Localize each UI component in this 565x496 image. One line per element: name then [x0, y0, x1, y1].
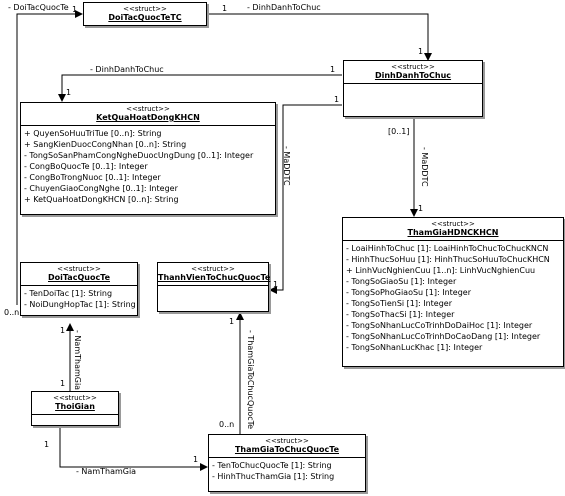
- attribute-row: - TongSoSanPhamCongNgheDuocUngDung [0..1…: [24, 151, 254, 160]
- attribute-row: - TongSoTienSi [1]: Integer: [346, 299, 453, 308]
- attribute-row: - TongSoNhanLucKhac [1]: Integer: [346, 343, 483, 352]
- attribute-row: + QuyenSoHuuTriTue [0..n]: String: [24, 129, 162, 138]
- e2-source-multiplicity: 1: [222, 4, 228, 13]
- e8-source-multiplicity: 1: [44, 440, 50, 449]
- class-thoigian[interactable]: <<struct>> ThoiGian: [31, 391, 119, 426]
- stereotype-label: <<struct>>: [191, 265, 235, 273]
- e3-role-label: - DinhDanhToChuc: [90, 65, 164, 74]
- e5-source-multiplicity: [0..1]: [388, 127, 410, 136]
- class-dinhdanhtochuc[interactable]: <<struct>> DinhDanhToChuc: [343, 60, 483, 117]
- assoc-doitacquoctetc-to-dinhdanhtochuc: [208, 13, 432, 61]
- attribute-row: - TongSoNhanLucCoTrinhDoDaiHoc [1]: Inte…: [346, 321, 533, 330]
- stereotype-label: <<struct>>: [431, 220, 475, 228]
- class-name: ThamGiaToChucQuocTe: [234, 445, 340, 454]
- class-name: DinhDanhToChuc: [374, 71, 452, 80]
- class-name: KetQuaHoatDongKHCN: [96, 113, 200, 122]
- class-name: DoiTacQuocTeTC: [108, 13, 182, 22]
- class-doitacquoctetc[interactable]: <<struct>> DoiTacQuocTeTC: [83, 2, 207, 26]
- attribute-row: + KetQuaHoatDongKHCN [0..n]: String: [24, 195, 179, 204]
- attribute-row: - HinhThucSoHuu [1]: HinhThucSoHuuToChuc…: [346, 255, 550, 264]
- e6-target-multiplicity: 1: [60, 326, 66, 335]
- e7-role-label: - ThamGiaToChucQuocTe: [246, 330, 255, 430]
- stereotype-label: <<struct>>: [53, 394, 97, 402]
- e3-source-multiplicity: 1: [330, 65, 336, 74]
- attribute-row: - HinhThucThamGia [1]: String: [212, 472, 335, 481]
- e2-target-multiplicity: 1: [418, 47, 424, 56]
- e1-source-multiplicity: 0..n: [4, 308, 20, 317]
- e7-target-multiplicity: 1: [229, 317, 235, 326]
- stereotype-label: <<struct>>: [57, 265, 101, 273]
- assoc-doitacquocte-to-doitacquoctetc: [16, 10, 83, 305]
- class-thamgiahdnckhcn[interactable]: <<struct>> ThamGiaHDNCKHCN - LoaiHinhToC…: [342, 217, 564, 367]
- attribute-row: - TongSoThacSi [1]: Integer: [346, 310, 455, 319]
- attribute-row: - ChuyenGiaoCongNghe [0..1]: Integer: [24, 184, 178, 193]
- e4-source-multiplicity: 1: [334, 95, 340, 104]
- e5-target-multiplicity: 1: [418, 204, 424, 213]
- assoc-dinhdanhtochuc-to-thanhvientochucquocte: [269, 104, 342, 294]
- e2-role-label: - DinhDanhToChuc: [247, 3, 321, 12]
- attribute-row: - LoaiHinhToChuc [1]: LoaiHinhToChucToCh…: [346, 244, 549, 253]
- assoc-dinhdanhtochuc-to-ketquahoatdong: [58, 74, 342, 102]
- attribute-row: - TenDoiTac [1]: String: [24, 289, 113, 298]
- attribute-row: - TongSoPhoGiaoSu [1]: Integer: [346, 288, 472, 297]
- attribute-row: - CongBoTrongNuoc [0..1]: Integer: [24, 173, 161, 182]
- assoc-thoigian-to-thamgiatochucquocte: [59, 411, 208, 471]
- e6-source-multiplicity: 1: [60, 379, 66, 388]
- e4-role-label: - MaDDTC: [282, 146, 291, 186]
- e4-target-multiplicity: 1: [273, 280, 279, 289]
- class-name: ThamGiaHDNCKHCN: [407, 228, 499, 237]
- class-ketquahoatdongkhcn[interactable]: <<struct>> KetQuaHoatDongKHCN + QuyenSoH…: [20, 102, 276, 215]
- e8-target-multiplicity: 1: [193, 455, 199, 464]
- class-doitacquocte[interactable]: <<struct>> DoiTacQuocTe - TenDoiTac [1]:…: [20, 262, 138, 316]
- stereotype-label: <<struct>>: [391, 63, 435, 71]
- attribute-row: + LinhVucNghienCuu [1..n]: LinhVucNghien…: [346, 266, 536, 275]
- stereotype-label: <<struct>>: [265, 437, 309, 445]
- e8-role-label: - NamThamGia: [76, 467, 137, 476]
- attribute-row: - CongBoQuocTe [0..1]: Integer: [24, 162, 148, 171]
- e1-role-label: - DoiTacQuocTe: [8, 3, 69, 12]
- e6-role-label: - NamThamGia: [73, 330, 82, 391]
- attribute-row: - TongSoNhanLucCoTrinhDoCaoDang [1]: Int…: [346, 332, 541, 341]
- class-name: ThanhVienToChucQuocTe: [158, 273, 271, 282]
- class-thamgiatochucquocte[interactable]: <<struct>> ThamGiaToChucQuocTe - TenToCh…: [208, 434, 366, 492]
- class-name: DoiTacQuocTe: [48, 273, 110, 282]
- attribute-row: + SangKienDuocCongNhan [0..n]: String: [24, 140, 187, 149]
- stereotype-label: <<struct>>: [126, 105, 170, 113]
- class-thanhvientochucquocte[interactable]: <<struct>> ThanhVienToChucQuocTe: [157, 262, 271, 312]
- e1-target-multiplicity: 1: [72, 5, 78, 14]
- attribute-row: - TongSoGiaoSu [1]: Integer: [346, 277, 457, 286]
- stereotype-label: <<struct>>: [123, 5, 167, 13]
- attribute-row: - TenToChucQuocTe [1]: String: [212, 461, 332, 470]
- e7-source-multiplicity: 0..n: [219, 420, 235, 429]
- attribute-row: - NoiDungHopTac [1]: String: [24, 300, 136, 309]
- e3-target-multiplicity: 1: [66, 88, 72, 97]
- class-name: ThoiGian: [55, 402, 95, 411]
- e5-role-label: - MaDDTC: [420, 147, 429, 187]
